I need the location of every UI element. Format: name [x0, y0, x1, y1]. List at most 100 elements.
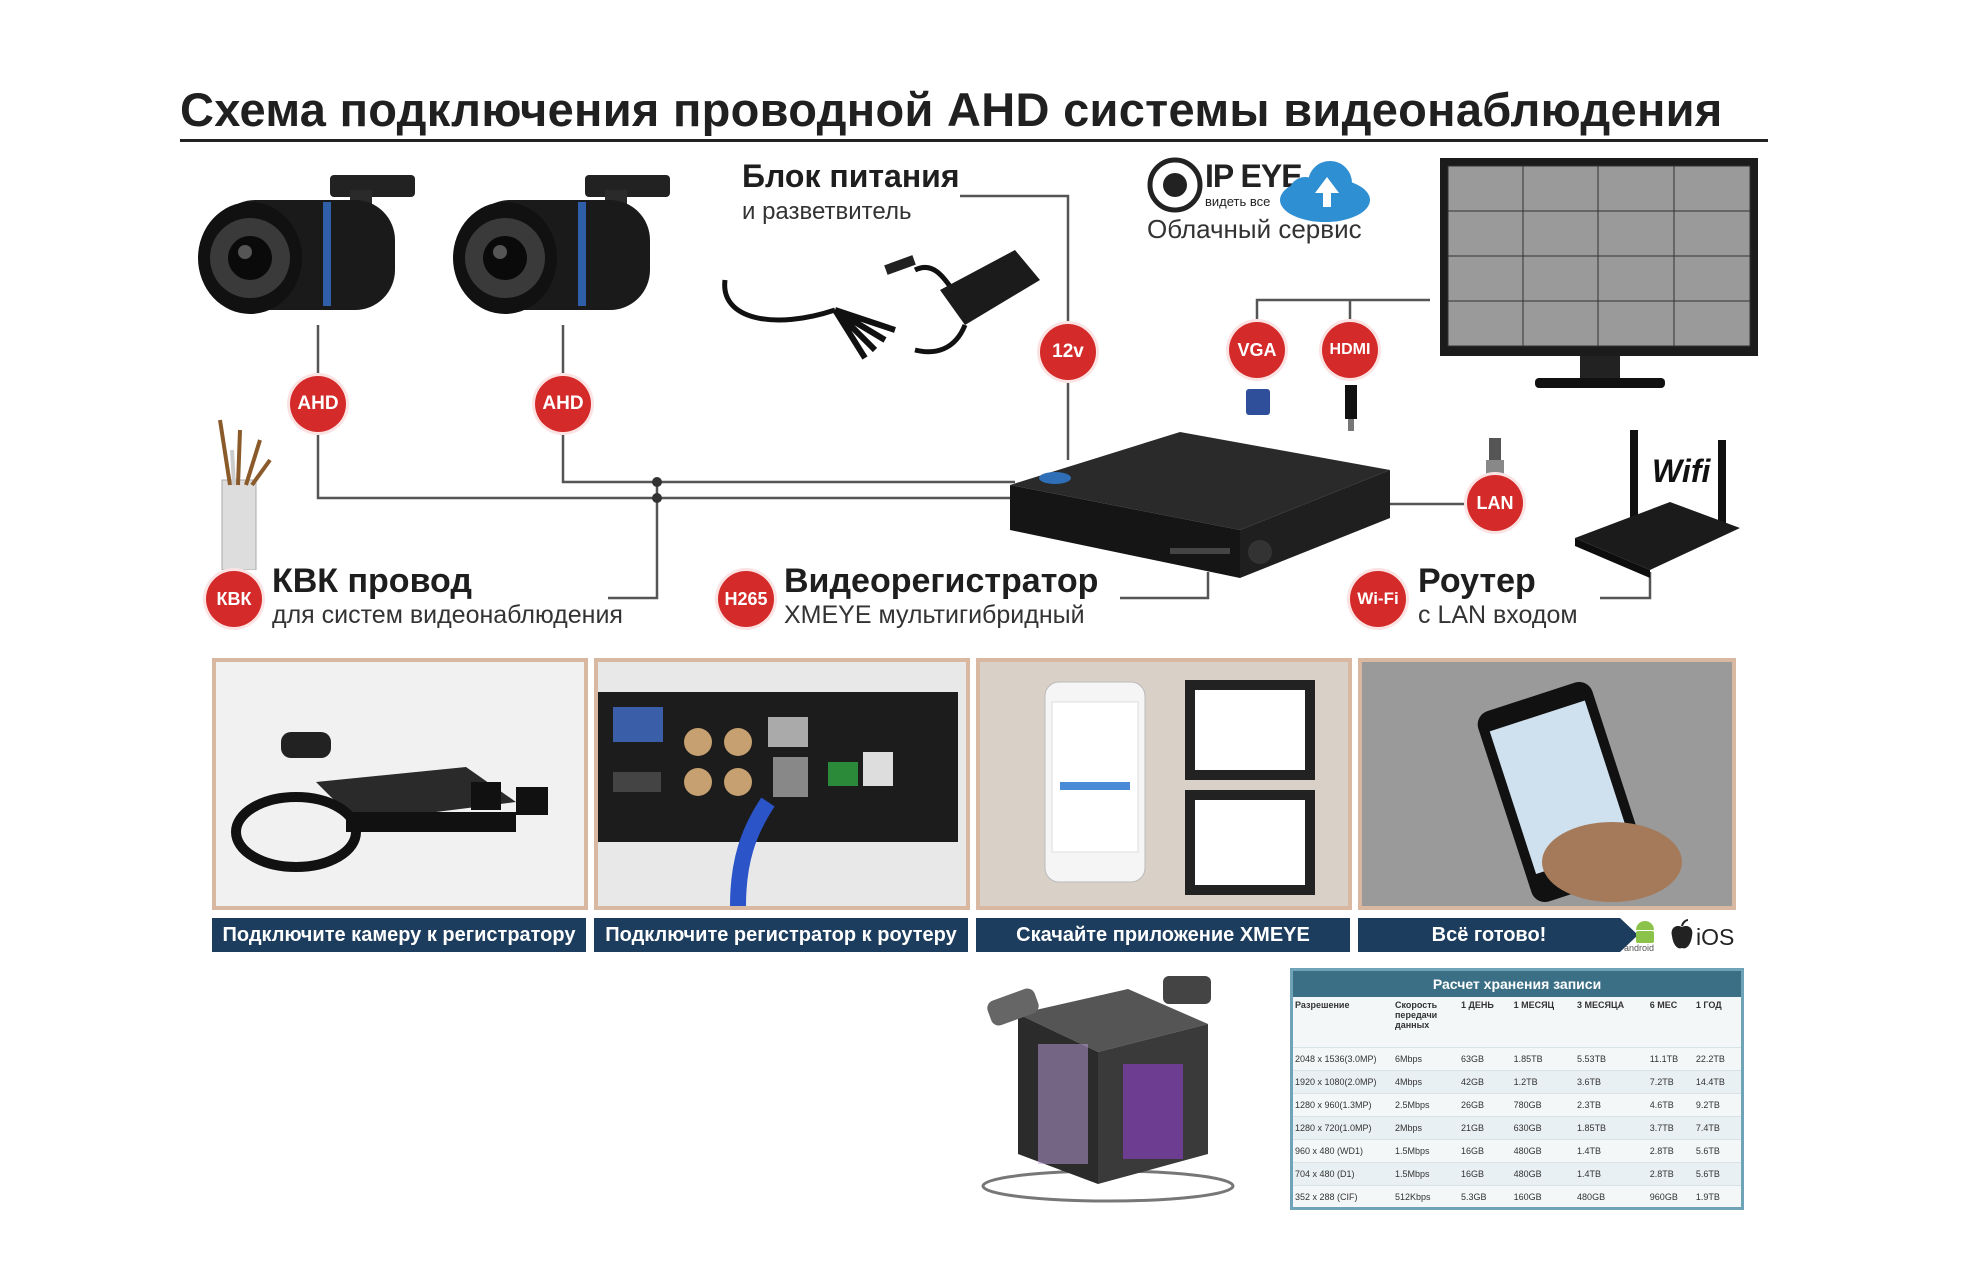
table-cell: 2Mbps [1393, 1116, 1459, 1140]
badge-12v: 12v [1040, 324, 1096, 380]
server-image [981, 976, 1235, 1203]
table-cell: 5.53TB [1575, 1047, 1648, 1071]
table-cell: 1280 x 960(1.3MP) [1293, 1093, 1393, 1117]
power-subtitle: и разветвитель [742, 198, 912, 225]
storage-col-header: Разрешение [1295, 1000, 1350, 1010]
table-cell: 512Kbps [1393, 1185, 1459, 1208]
cloud-brand: IP EYE [1205, 158, 1303, 194]
ios-label: iOS [1696, 924, 1735, 950]
storage-table-title: Расчет хранения записи [1293, 971, 1741, 997]
badge-h265: H265 [718, 571, 774, 627]
badge-wifi: Wi-Fi [1350, 571, 1406, 627]
wire-router-label [1600, 572, 1652, 600]
hdmi-plug-icon [1345, 385, 1357, 431]
table-cell: 352 x 288 (CIF) [1293, 1185, 1393, 1208]
table-cell: 1.4TB [1575, 1139, 1648, 1163]
table-cell: 2.8TB [1647, 1162, 1694, 1186]
table-cell: 9.2TB [1693, 1093, 1741, 1117]
table-cell: 4Mbps [1393, 1070, 1459, 1094]
table-cell: 6Mbps [1393, 1047, 1459, 1071]
android-label: android [1624, 943, 1655, 953]
table-cell: 7.2TB [1647, 1070, 1694, 1094]
table-cell: 4.6TB [1647, 1093, 1694, 1117]
table-cell: 480GB [1511, 1162, 1576, 1186]
table-cell: 42GB [1459, 1070, 1512, 1094]
table-cell: 704 x 480 (D1) [1293, 1162, 1393, 1186]
badge-ahd-1: AHD [290, 376, 346, 432]
camera-2-image [453, 175, 670, 314]
table-cell: 5.3GB [1459, 1185, 1512, 1208]
table-cell: 780GB [1511, 1093, 1576, 1117]
storage-col-header: 3 МЕСЯЦА [1577, 1000, 1625, 1010]
table-cell: 2.8TB [1647, 1139, 1694, 1163]
table-cell: 22.2TB [1693, 1047, 1741, 1071]
table-cell: 2.3TB [1575, 1093, 1648, 1117]
table-cell: 2048 x 1536(3.0MP) [1293, 1047, 1393, 1071]
table-cell: 1.4TB [1575, 1162, 1648, 1186]
step-2-bar: Подключите регистратор к роутеру [594, 918, 968, 952]
wire-junction [652, 477, 662, 487]
vga-plug-icon [1246, 389, 1270, 415]
table-cell: 160GB [1511, 1185, 1576, 1208]
step-2-photo [594, 658, 970, 910]
table-cell: 1.5Mbps [1393, 1139, 1459, 1163]
dvr-image [1010, 432, 1390, 578]
step-arrow-icon [1620, 918, 1638, 952]
camera-1-image [198, 175, 415, 314]
storage-col-header: 1 ДЕНЬ [1461, 1000, 1494, 1010]
router-image [1575, 430, 1740, 578]
storage-col-header: 1 ГОД [1695, 1000, 1722, 1010]
table-cell: 480GB [1511, 1139, 1576, 1163]
table-cell: 3.7TB [1647, 1116, 1694, 1140]
table-cell: 5.6TB [1693, 1162, 1741, 1186]
android-icon [1636, 921, 1654, 943]
cloud-tagline: видеть все [1205, 194, 1271, 209]
monitor-image [1440, 158, 1758, 388]
table-cell: 1.9TB [1693, 1185, 1741, 1208]
badge-vga: VGA [1229, 322, 1285, 378]
badge-ahd-2: AHD [535, 376, 591, 432]
wire-cable [608, 482, 659, 600]
table-cell: 630GB [1511, 1116, 1576, 1140]
table-cell: 960 x 480 (WD1) [1293, 1139, 1393, 1163]
table-cell: 3.6TB [1575, 1070, 1648, 1094]
table-cell: 11.1TB [1647, 1047, 1694, 1071]
page-title: Схема подключения проводной AHD системы … [180, 82, 1768, 142]
table-cell: 5.6TB [1693, 1139, 1741, 1163]
cable-subtitle: для систем видеонаблюдения [272, 601, 623, 629]
dvr-subtitle: XMEYE мультигибридный [784, 601, 1085, 629]
table-cell: 2.5Mbps [1393, 1093, 1459, 1117]
ipeye-logo-icon [1147, 157, 1203, 213]
table-cell: 960GB [1647, 1185, 1694, 1208]
table-cell: 14.4TB [1693, 1070, 1741, 1094]
table-cell: 21GB [1459, 1116, 1512, 1140]
storage-col-header: 6 МЕС [1649, 1000, 1678, 1010]
storage-calculation-table: Расчет хранения записи Разрешение Скорос… [1290, 968, 1744, 1210]
storage-col-header: 1 МЕСЯЦ [1513, 1000, 1555, 1010]
cloud-label: Облачный сервис [1147, 214, 1362, 244]
step-1-photo [212, 658, 588, 910]
table-cell: 1.2TB [1511, 1070, 1576, 1094]
step-3-bar: Скачайте приложение XMEYE [976, 918, 1350, 952]
wire-junction [652, 493, 662, 503]
dvr-title: Видеорегистратор [784, 562, 1099, 600]
table-cell: 1280 x 720(1.0MP) [1293, 1116, 1393, 1140]
table-cell: 26GB [1459, 1093, 1512, 1117]
table-cell: 1.85TB [1575, 1116, 1648, 1140]
table-cell: 63GB [1459, 1047, 1512, 1071]
wire-dvr-label [1120, 572, 1210, 600]
table-cell: 7.4TB [1693, 1116, 1741, 1140]
badge-lan: LAN [1467, 475, 1523, 531]
badge-kvk: КВК [206, 571, 262, 627]
apple-icon [1671, 919, 1693, 949]
table-cell: 1.5Mbps [1393, 1162, 1459, 1186]
badge-hdmi: HDMI [1322, 322, 1378, 378]
table-cell: 16GB [1459, 1162, 1512, 1186]
step-4-bar: Всё готово! [1358, 918, 1620, 952]
table-cell: 1.85TB [1511, 1047, 1576, 1071]
